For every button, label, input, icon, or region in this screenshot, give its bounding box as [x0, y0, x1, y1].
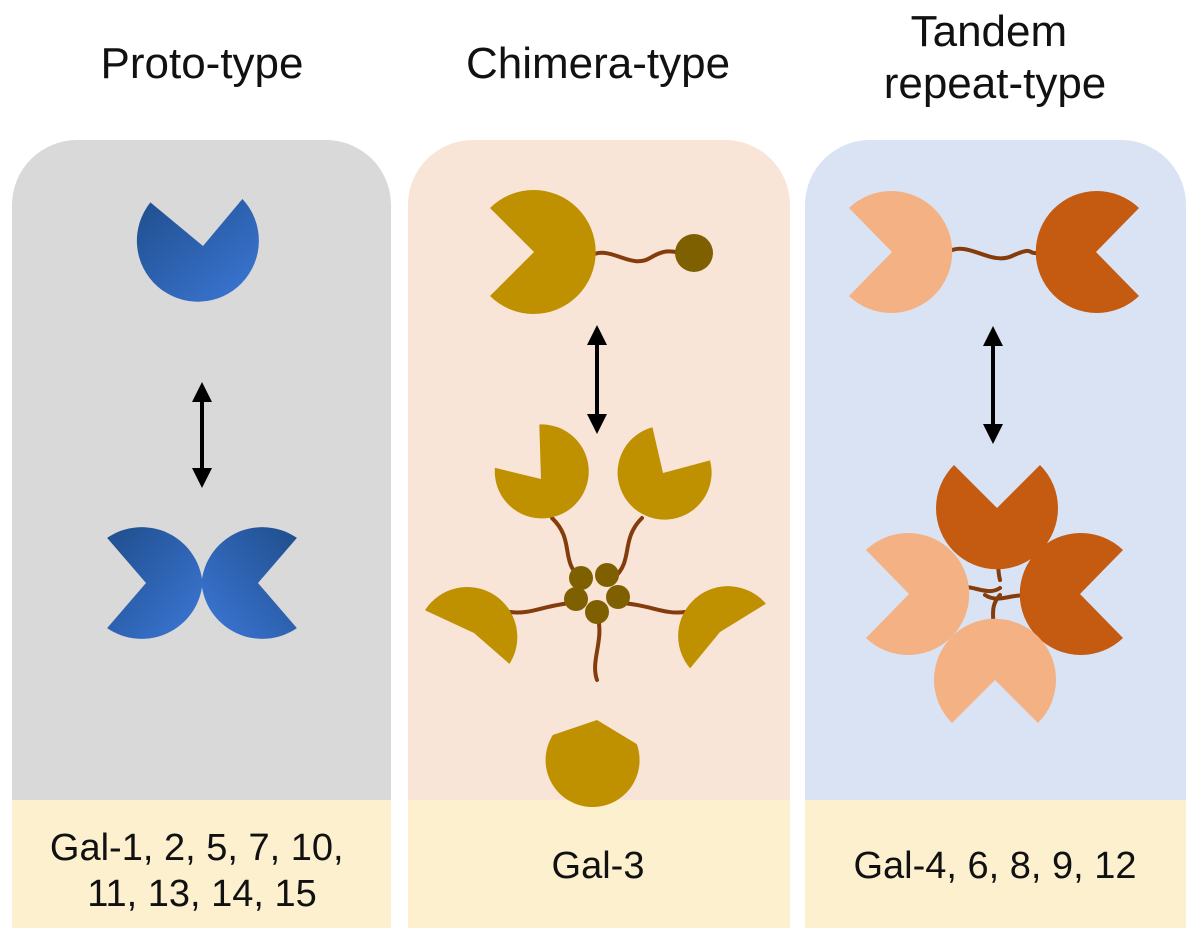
n-terminal-core [564, 563, 630, 624]
crd-domain-icon [866, 532, 970, 655]
panel-tandem-title: Tandem repeat-type [884, 7, 1107, 108]
panel-proto: Proto-type Gal-1, 2, 5, 7, 10, 11, 13, 1… [12, 39, 391, 928]
n-terminal-domain-icon [595, 563, 619, 587]
crd-domain-icon [1035, 190, 1139, 314]
panel-tandem-footer [805, 800, 1186, 928]
panel-chimera-title-line-1: Chimera-type [466, 39, 730, 88]
panel-proto-members-line-1: Gal-1, 2, 5, 7, 10, [50, 827, 344, 869]
n-terminal-domain-icon [569, 566, 593, 590]
panel-proto-title-line-1: Proto-type [101, 39, 304, 88]
crd-domain-icon [201, 527, 297, 639]
crd-domain-icon [136, 199, 259, 302]
crd-domain-icon [425, 586, 518, 664]
panel-chimera-members-line-1: Gal-3 [552, 845, 645, 887]
n-terminal-domain-icon [585, 600, 609, 624]
crd-domain-icon [545, 720, 640, 808]
panel-tandem-members: Gal-4, 6, 8, 9, 12 [853, 845, 1136, 887]
panel-tandem-background [805, 140, 1186, 800]
panel-chimera-title: Chimera-type [466, 39, 730, 88]
crd-domain-icon [107, 527, 203, 639]
crd-domain-icon [678, 586, 766, 669]
linker-icon [620, 601, 687, 615]
linker-icon [946, 246, 1038, 261]
crd-domain-icon [490, 190, 596, 315]
core-center [592, 587, 602, 597]
panel-proto-footer [12, 800, 391, 928]
panel-tandem-title-line-1: Tandem [911, 7, 1068, 56]
panel-tandem-members-line-1: Gal-4, 6, 8, 9, 12 [853, 845, 1136, 887]
panel-tandem-title-line-2: repeat-type [884, 59, 1107, 108]
crd-domain-icon [935, 465, 1058, 570]
panel-chimera: Chimera-type [408, 39, 790, 928]
crd-domain-icon [1019, 533, 1123, 655]
crd-domain-icon [617, 427, 712, 520]
n-terminal-domain-icon [606, 585, 630, 609]
crd-domain-icon [494, 424, 589, 519]
crd-domain-icon [849, 191, 953, 313]
panel-proto-members: Gal-1, 2, 5, 7, 10, 11, 13, 14, 15 [50, 827, 354, 915]
panel-chimera-members: Gal-3 [552, 845, 645, 887]
panel-proto-members-line-2: 11, 13, 14, 15 [87, 873, 317, 915]
crd-domain-icon [933, 618, 1056, 723]
panel-chimera-footer [408, 800, 790, 928]
linker-icon [508, 601, 574, 615]
panel-proto-title: Proto-type [101, 39, 304, 88]
linker-icon [612, 516, 644, 580]
n-terminal-domain-icon [675, 234, 713, 272]
panel-chimera-background [408, 140, 790, 800]
n-terminal-domain-icon [564, 587, 588, 611]
panel-tandem: Tandem repeat-type Gal-4, 6, 8, 9, 12 [805, 7, 1186, 928]
